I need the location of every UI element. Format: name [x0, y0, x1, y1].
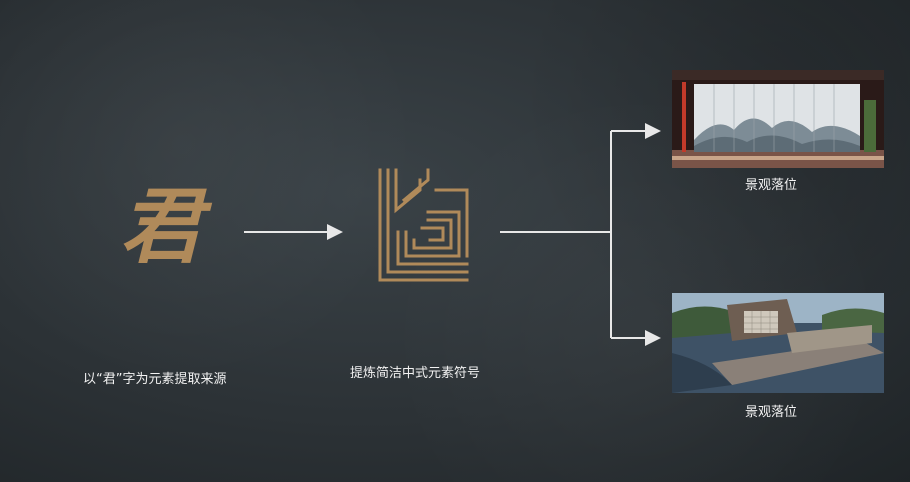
symbol-icon [378, 168, 469, 282]
output-photo-2 [672, 293, 884, 393]
output-photo-1 [672, 70, 884, 168]
output-caption-1: 景观落位 [745, 178, 798, 193]
output-caption-2: 景观落位 [745, 405, 798, 420]
source-glyph: 君 [120, 180, 213, 275]
symbol-caption: 提炼简洁中式元素符号 [350, 366, 481, 381]
source-caption: 以“君”字为元素提取来源 [83, 372, 227, 387]
